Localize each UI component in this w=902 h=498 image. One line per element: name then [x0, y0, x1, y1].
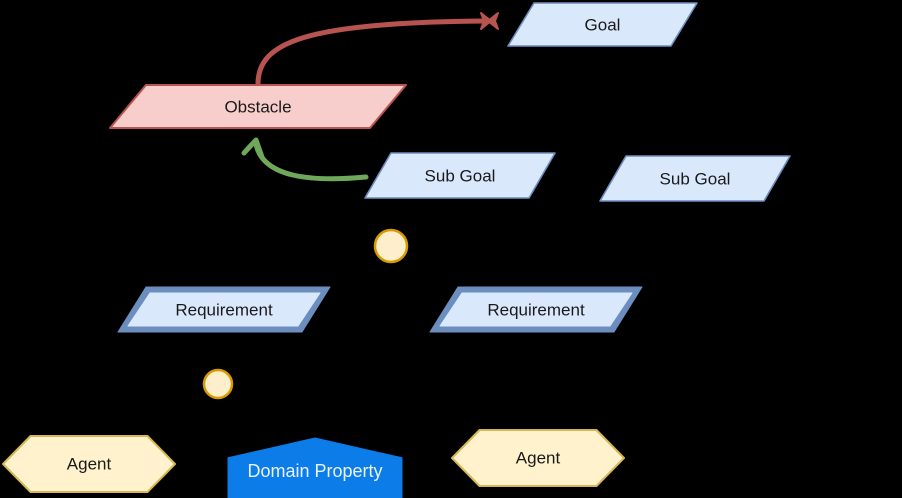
- obstacle-parallelogram-shape: [109, 84, 407, 129]
- edge-req-refine-2[interactable]: [217, 331, 225, 371]
- obstruction-marker-icon: [480, 12, 499, 30]
- node-refinement-1[interactable]: [373, 228, 409, 264]
- edge-refine-req-2[interactable]: [390, 261, 537, 288]
- resolution-arrowhead-icon: [241, 137, 265, 160]
- edge-goal-subgoal-link[interactable]: [459, 45, 601, 154]
- node-requirement-1[interactable]: [117, 286, 331, 333]
- node-obstacle[interactable]: [109, 84, 407, 129]
- goal-parallelogram-shape: [364, 152, 556, 199]
- edge-goal-refine-2[interactable]: [406, 200, 696, 247]
- edge-obstruction[interactable]: [255, 12, 499, 87]
- edge-goal-refine-1[interactable]: [390, 197, 461, 231]
- edge-path: [255, 18, 492, 87]
- edge-refine-req-1[interactable]: [223, 251, 378, 288]
- requirement-inner-shape: [127, 292, 321, 327]
- edge-resolution[interactable]: [241, 137, 369, 182]
- node-goal[interactable]: [507, 2, 698, 47]
- node-requirement-2[interactable]: [429, 286, 643, 333]
- edge-path: [459, 45, 601, 154]
- edge-path: [217, 331, 225, 371]
- agent-hexagon-shape: [2, 435, 176, 493]
- node-subgoal-2[interactable]: [599, 155, 791, 202]
- edge-path: [390, 261, 537, 288]
- edge-path: [390, 197, 461, 231]
- node-agent-1[interactable]: [2, 435, 176, 493]
- agent-hexagon-shape: [451, 429, 625, 487]
- edge-req2-agent2[interactable]: [535, 331, 538, 431]
- edge-path: [535, 331, 538, 431]
- domain-property-pentagon-shape: [227, 437, 403, 498]
- goal-parallelogram-shape: [507, 2, 698, 47]
- refinement-circle-icon: [202, 368, 234, 400]
- node-agent-2[interactable]: [451, 429, 625, 487]
- edge-path: [406, 200, 696, 247]
- edge-refine-domain[interactable]: [223, 397, 311, 439]
- edge-path: [223, 251, 378, 288]
- requirement-inner-shape: [439, 292, 633, 327]
- edge-refine-agent-1[interactable]: [89, 395, 211, 437]
- node-refinement-2[interactable]: [202, 368, 234, 400]
- node-subgoal-1[interactable]: [364, 152, 556, 199]
- goal-parallelogram-shape: [599, 155, 791, 202]
- edge-path: [223, 397, 311, 439]
- node-domain-property[interactable]: [227, 437, 403, 498]
- refinement-circle-icon: [373, 228, 409, 264]
- edge-path: [89, 395, 211, 437]
